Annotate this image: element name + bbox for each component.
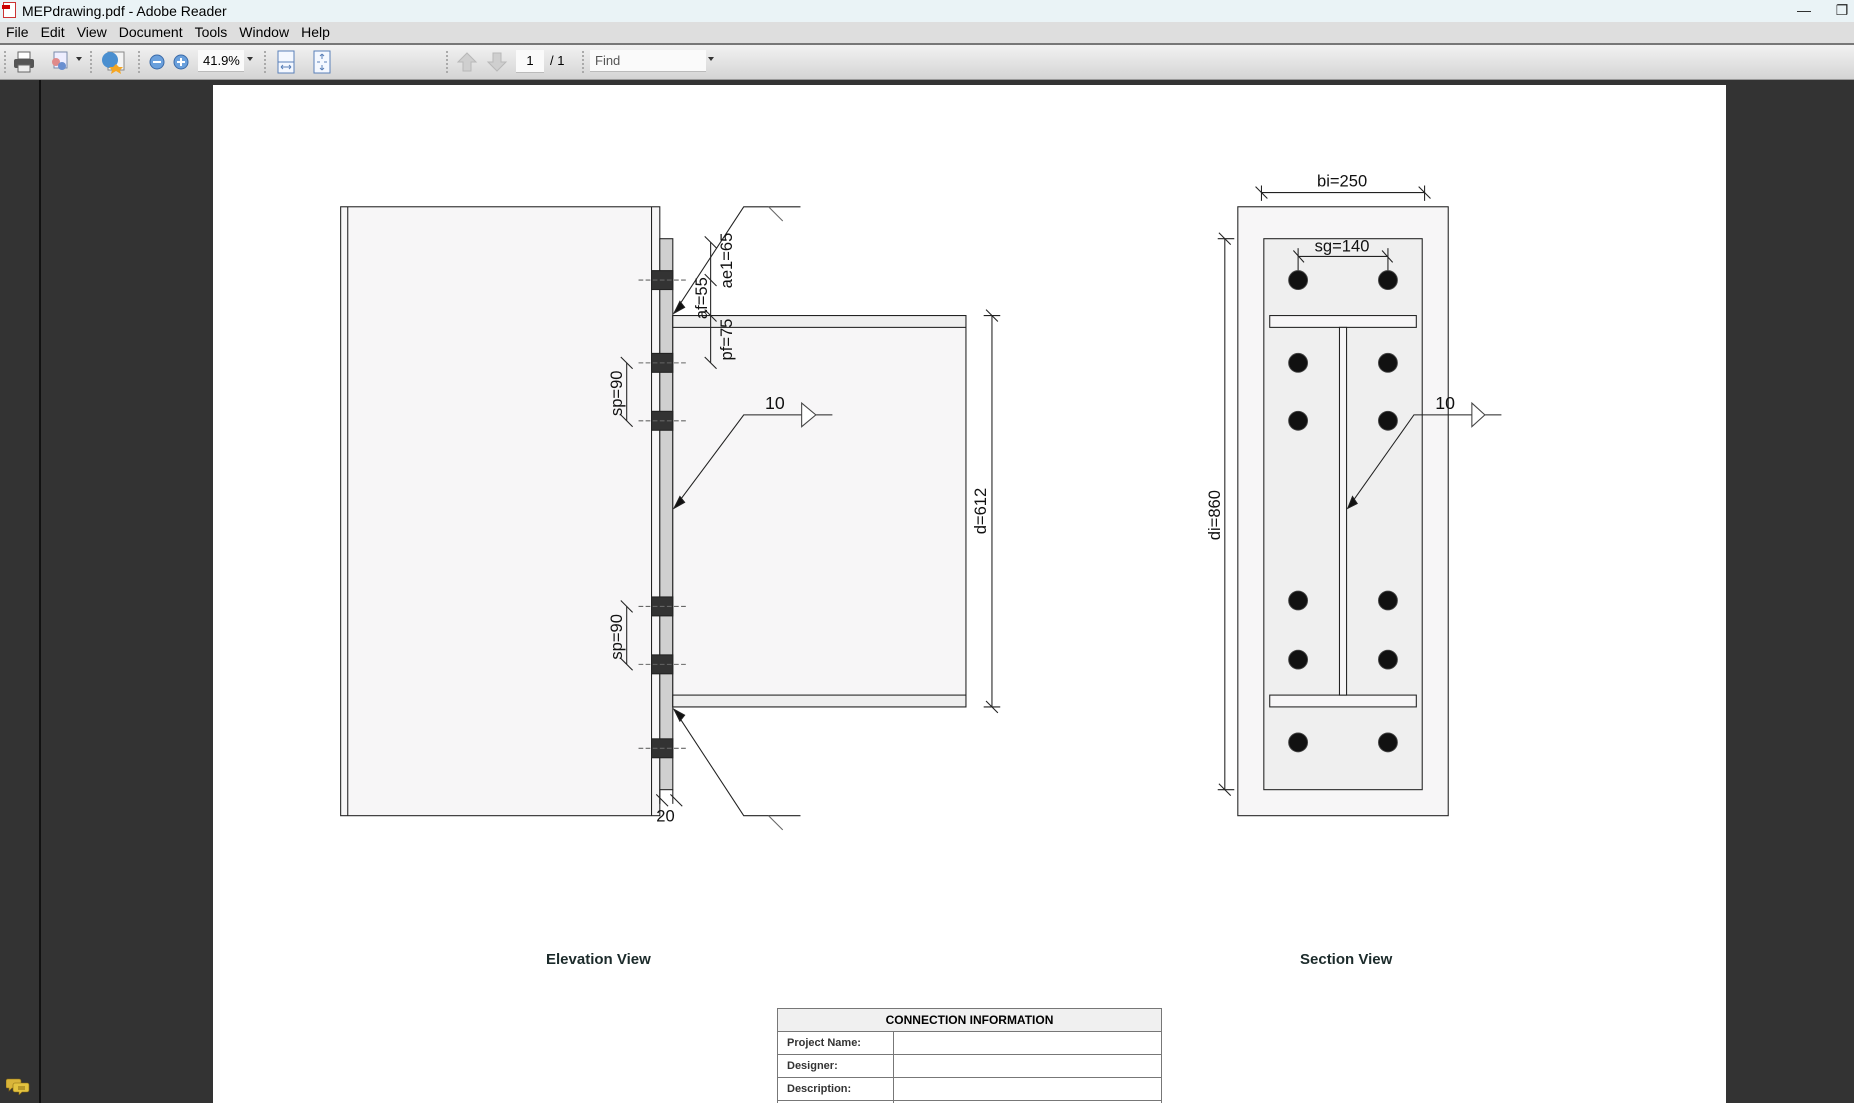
dim-sg: sg=140 — [1315, 237, 1370, 256]
toolbar: 41.9% 1 / 1 Find — [0, 45, 1854, 80]
dim-ae1: ae1=65 — [717, 233, 736, 289]
next-page-icon[interactable] — [486, 50, 508, 74]
dim-af: af=55 — [692, 277, 711, 319]
find-input[interactable]: Find — [590, 50, 706, 72]
fit-page-icon[interactable] — [312, 50, 332, 74]
window-title: MEPdrawing.pdf - Adobe Reader — [22, 3, 227, 19]
pdf-file-icon — [2, 2, 16, 18]
toolbar-separator — [90, 51, 92, 73]
share-icon[interactable] — [48, 50, 72, 74]
elevation-view — [340, 206, 1001, 831]
table-row: Project Name: — [777, 1031, 1162, 1055]
menu-document[interactable]: Document — [118, 24, 183, 40]
section-view-label: Section View — [1300, 951, 1393, 968]
connection-info-table: CONNECTION INFORMATION Project Name: Des… — [777, 1008, 1162, 1103]
zoom-level-input[interactable]: 41.9% — [198, 50, 244, 72]
menu-help[interactable]: Help — [301, 24, 330, 40]
toolbar-separator — [446, 51, 448, 73]
menu-view[interactable]: View — [76, 24, 107, 40]
toolbar-separator — [138, 51, 140, 73]
comments-icon[interactable] — [6, 1077, 30, 1095]
share-dropdown-arrow[interactable] — [76, 57, 82, 61]
dim-bi: bi=250 — [1317, 172, 1367, 191]
designer-label: Designer: — [777, 1054, 894, 1078]
title-bar: MEPdrawing.pdf - Adobe Reader — ❐ — [0, 0, 1854, 22]
table-row — [777, 1100, 1162, 1103]
navigation-panel — [0, 80, 41, 1103]
dim-di: di=860 — [1205, 490, 1224, 540]
weld-size-section: 10 — [1435, 393, 1455, 413]
page-total: / 1 — [550, 53, 565, 68]
technical-drawing: ae1=65 af=55 pf=75 sp=90 sp=90 d=612 20 … — [340, 172, 1502, 831]
restore-button[interactable]: ❐ — [1835, 2, 1849, 18]
designer-value — [893, 1054, 1162, 1078]
elevation-view-label: Elevation View — [546, 951, 651, 968]
dim-tp: 20 — [656, 807, 674, 826]
zoom-dropdown-arrow[interactable] — [247, 57, 253, 61]
dim-sp-bottom: sp=90 — [607, 614, 626, 660]
menu-edit[interactable]: Edit — [40, 24, 65, 40]
menu-bar: File Edit View Document Tools Window Help — [0, 22, 1854, 45]
collaborate-icon[interactable] — [100, 50, 128, 74]
extra-value — [893, 1100, 1162, 1103]
table-row: Designer: — [777, 1054, 1162, 1078]
menu-tools[interactable]: Tools — [194, 24, 228, 40]
description-label: Description: — [777, 1077, 894, 1101]
toolbar-grip — [4, 51, 6, 73]
menu-window[interactable]: Window — [239, 24, 290, 40]
toolbar-separator — [582, 51, 584, 73]
print-icon[interactable] — [12, 50, 36, 74]
minimize-button[interactable]: — — [1797, 2, 1811, 18]
section-view — [1217, 185, 1502, 817]
fit-width-icon[interactable] — [276, 50, 296, 74]
dim-pf: pf=75 — [717, 319, 736, 361]
project-name-label: Project Name: — [777, 1031, 894, 1055]
toolbar-separator — [264, 51, 266, 73]
page-number-input[interactable]: 1 — [516, 50, 544, 73]
find-dropdown-arrow[interactable] — [708, 57, 714, 61]
zoom-in-icon[interactable] — [172, 50, 190, 74]
description-value — [893, 1077, 1162, 1101]
zoom-out-icon[interactable] — [148, 50, 166, 74]
dim-d: d=612 — [971, 488, 990, 534]
menu-file[interactable]: File — [6, 24, 29, 40]
weld-size-elevation: 10 — [765, 393, 785, 413]
table-row: Description: — [777, 1077, 1162, 1101]
pdf-page: ae1=65 af=55 pf=75 sp=90 sp=90 d=612 20 … — [213, 85, 1726, 1103]
dim-sp-top: sp=90 — [607, 371, 626, 417]
section-bolts — [1288, 270, 1398, 753]
connection-info-header: CONNECTION INFORMATION — [777, 1008, 1162, 1032]
project-name-value — [893, 1031, 1162, 1055]
previous-page-icon[interactable] — [456, 50, 478, 74]
